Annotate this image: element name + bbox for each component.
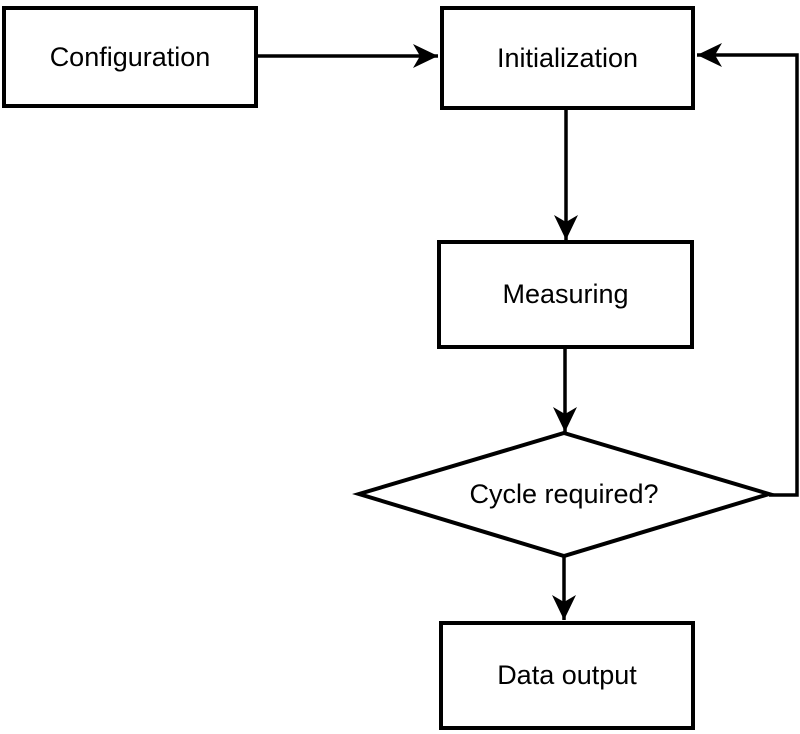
decision-diamond-shape xyxy=(352,430,776,559)
node-data-output: Data output xyxy=(439,621,695,730)
node-cycle-required-label: Cycle required? xyxy=(469,479,659,509)
edge-cycle-required-to-initialization-loop xyxy=(697,43,799,497)
node-cycle-required: Cycle required? xyxy=(359,433,769,556)
node-configuration: Configuration xyxy=(2,6,258,108)
node-initialization-label: Initialization xyxy=(496,42,639,73)
node-initialization: Initialization xyxy=(440,6,695,110)
node-configuration-label: Configuration xyxy=(49,41,211,72)
node-data-output-label: Data output xyxy=(497,660,637,690)
node-measuring: Measuring xyxy=(437,240,694,349)
node-measuring-label: Measuring xyxy=(502,279,629,309)
